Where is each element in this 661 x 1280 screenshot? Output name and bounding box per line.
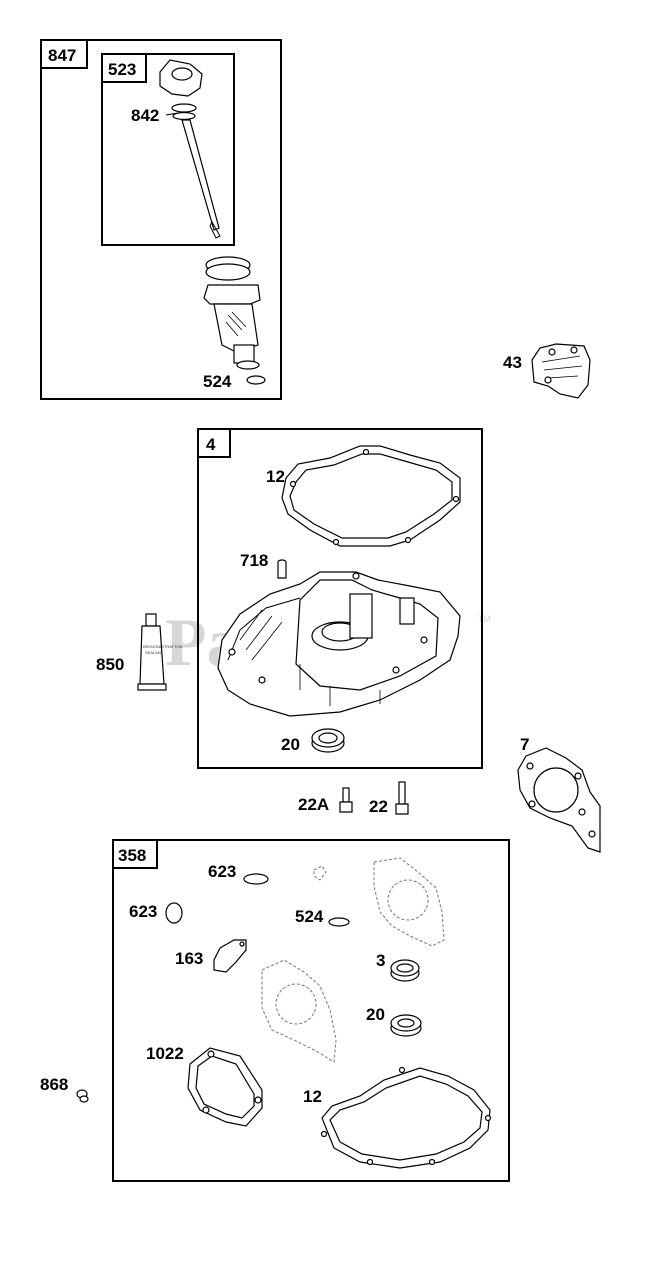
head-gasket-kit-a-part[interactable]: [373, 857, 445, 947]
leader-842: [165, 112, 179, 116]
callout-12-top: 12: [266, 467, 285, 486]
dipstick-part[interactable]: [159, 59, 221, 239]
callout-868: 868: [40, 1075, 68, 1094]
callout-1022: 1022: [146, 1044, 184, 1063]
gasket-163-part[interactable]: [213, 939, 247, 973]
o-ring-623-a-part[interactable]: [243, 873, 269, 885]
callout-524-top: 524: [203, 372, 232, 391]
head-gasket-7-part[interactable]: [517, 747, 601, 853]
sealant-tube-850-part[interactable]: BRIGGS&STRATTON SEALANT: [137, 613, 183, 691]
spring-small-part[interactable]: [313, 865, 327, 881]
bolt-22a-part[interactable]: [339, 787, 353, 813]
kit-box-358: 358: [112, 839, 510, 1182]
callout-7: 7: [520, 735, 529, 754]
oil-seal-20-top-part[interactable]: [311, 728, 345, 753]
gasket-12-kit-part[interactable]: [320, 1066, 492, 1169]
callout-623-a: 623: [208, 862, 236, 881]
kit-box-523: 523: [101, 53, 235, 246]
box-label-523: 523: [108, 60, 136, 79]
callout-3: 3: [376, 951, 385, 970]
callout-22a: 22A: [298, 795, 329, 814]
dowel-pin-718-part[interactable]: [277, 559, 287, 579]
crankcase-cover-part[interactable]: [217, 571, 461, 717]
kit-box-4: 4: [197, 428, 483, 769]
bracket-43-part[interactable]: [531, 343, 591, 399]
sealant-tube-label-1: BRIGGS&STRATTON: [143, 644, 183, 649]
kit-box-847: 847: [40, 39, 282, 400]
gasket-1022-part[interactable]: [187, 1047, 263, 1127]
callout-22: 22: [369, 797, 388, 816]
oil-seal-3-part[interactable]: [390, 959, 420, 982]
callout-524-kit: 524: [295, 907, 324, 926]
box-label-358: 358: [118, 846, 146, 865]
bolt-22-part[interactable]: [395, 781, 409, 815]
callout-43: 43: [503, 353, 522, 372]
dipstick-tube-part[interactable]: [203, 256, 261, 370]
fitting-868-part[interactable]: [76, 1089, 89, 1103]
callout-163: 163: [175, 949, 203, 968]
oil-seal-20-kit-part[interactable]: [390, 1014, 422, 1037]
callout-718: 718: [240, 551, 268, 570]
watermark-trademark: TM: [478, 614, 491, 624]
box-label-847: 847: [48, 46, 76, 65]
callout-842: 842: [131, 106, 159, 125]
o-ring-524-kit-part[interactable]: [328, 917, 350, 927]
callout-12-kit: 12: [303, 1087, 322, 1106]
head-gasket-kit-b-part[interactable]: [261, 959, 337, 1063]
sealant-tube-label-2: SEALANT: [145, 650, 164, 655]
gasket-12-top-part[interactable]: [281, 445, 461, 547]
box-label-4: 4: [206, 435, 216, 454]
callout-850: 850: [96, 655, 124, 674]
callout-20-kit: 20: [366, 1005, 385, 1024]
callout-623-b: 623: [129, 902, 157, 921]
callout-20-top: 20: [281, 735, 300, 754]
o-ring-623-b-part[interactable]: [165, 902, 183, 924]
o-ring-524-top[interactable]: [246, 375, 266, 385]
